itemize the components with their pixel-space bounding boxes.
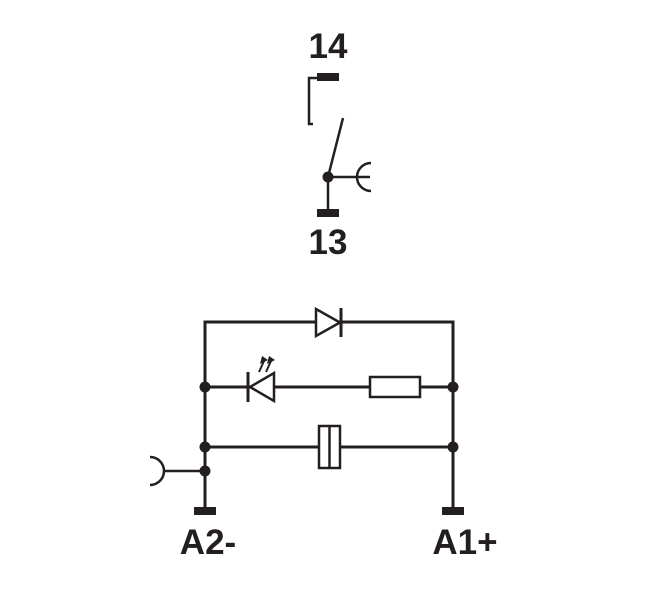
normally-open-contact: 14 13 [307, 27, 372, 262]
coil-actuator-hook-icon [149, 455, 166, 487]
terminal-14-label: 14 [309, 27, 348, 66]
led-icon [246, 356, 276, 404]
terminal-a2-label: A2- [180, 523, 236, 562]
junction-dot [447, 441, 459, 453]
terminal-a2-pad [194, 507, 216, 515]
contact-actuator-hook-icon [355, 161, 372, 193]
terminal-a1-pad [442, 507, 464, 515]
junction-dot [447, 381, 459, 393]
terminal-14-pad [317, 73, 339, 81]
junction-dot [199, 381, 211, 393]
coil-circuit: A2- A1+ [149, 306, 498, 562]
contact-fixed-arm [307, 76, 318, 126]
contact-switch-blade [326, 117, 345, 178]
terminal-a1-label: A1+ [432, 523, 497, 562]
freewheeling-diode-icon [314, 306, 343, 339]
terminal-13-label: 13 [309, 223, 348, 262]
junction-dot [199, 441, 211, 453]
relay-coil-icon [317, 424, 342, 470]
terminal-13-pad [317, 209, 339, 217]
resistor-icon [368, 375, 422, 399]
